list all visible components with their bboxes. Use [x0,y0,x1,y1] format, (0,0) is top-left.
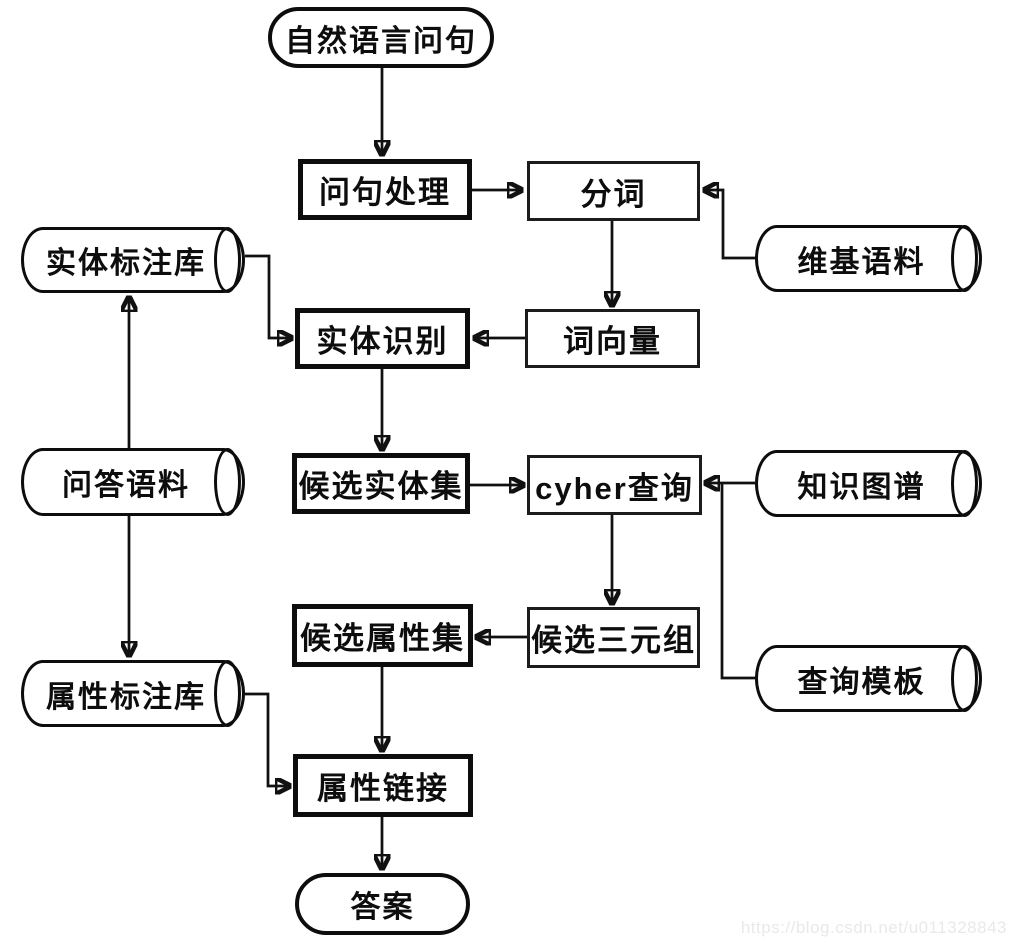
node-knowledge-graph: 知识图谱 [755,450,982,517]
node-label: 查询模板 [797,665,926,699]
node-label: 知识图谱 [797,470,926,504]
cylinder-end-ellipse [951,645,978,712]
cylinder-end-ellipse [951,225,978,292]
cylinder-end-ellipse [951,450,978,517]
node-word-vector: 词向量 [525,309,700,368]
node-label: 候选三元组 [531,623,696,658]
node-label: 维基语料 [797,245,926,279]
node-attribute-tag-db: 属性标注库 [21,660,245,727]
node-label: 候选实体集 [298,469,464,504]
node-candidate-triples: 候选三元组 [527,607,700,668]
node-label: 分词 [580,176,647,212]
edge-querytemplate-to-cypher [720,484,755,680]
node-label: 问句处理 [319,175,451,210]
node-attribute-linking: 属性链接 [293,754,473,817]
node-answer: 答案 [295,873,470,935]
node-label: 属性链接 [317,771,449,806]
edge-wiki-to-segment [704,190,755,260]
node-label: 候选属性集 [300,621,465,656]
node-entity-tag-db: 实体标注库 [21,227,245,293]
csdn-watermark: https://blog.csdn.net/u011328843 [740,918,1007,937]
node-label: 词向量 [563,324,662,359]
node-preprocess: 问句处理 [298,159,472,220]
node-start: 自然语言问句 [268,7,494,68]
cylinder-end-ellipse [214,227,241,293]
node-label: 答案 [350,891,415,924]
node-query-template: 查询模板 [755,645,982,712]
cylinder-end-ellipse [214,660,241,727]
node-label: 属性标注库 [46,680,206,714]
node-segment: 分词 [527,161,700,221]
node-entity-recognition: 实体识别 [295,308,470,369]
node-label: 问答语料 [62,469,190,502]
node-candidate-attr-set: 候选属性集 [292,604,473,667]
node-label: 自然语言问句 [285,24,477,58]
node-label: 实体标注库 [46,247,206,280]
cylinder-end-ellipse [214,448,241,516]
node-label: 实体识别 [316,324,449,359]
node-wiki-corpus: 维基语料 [755,225,982,292]
node-candidate-entity-set: 候选实体集 [292,453,470,514]
node-cypher-query: cyher查询 [527,455,702,515]
node-qa-corpus: 问答语料 [21,448,245,516]
edge-attrtagdb-to-attrlinking [245,692,290,786]
node-label: cyher查询 [535,470,694,506]
edge-entitytagdb-to-entityrec [245,254,292,338]
